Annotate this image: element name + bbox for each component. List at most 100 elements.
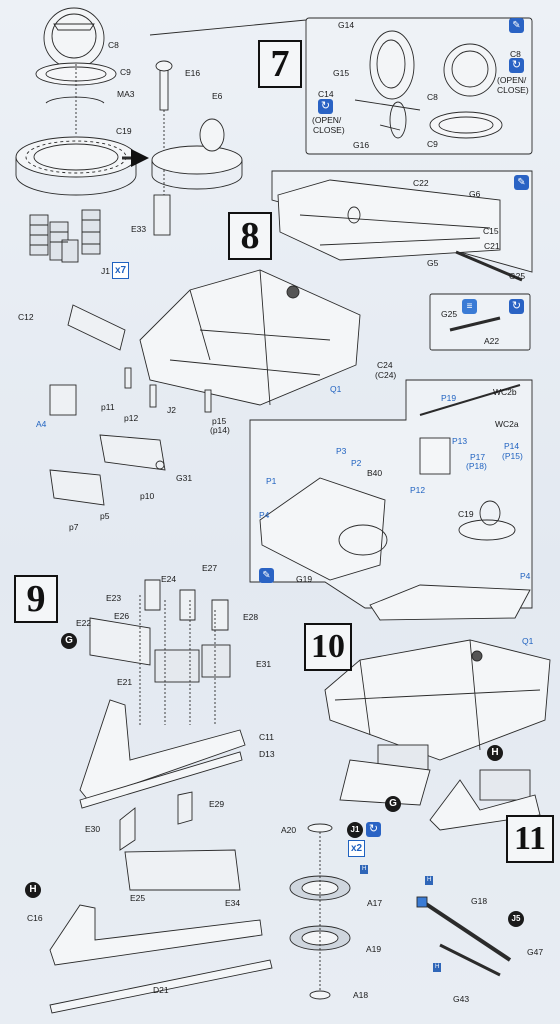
- part-label: C11: [259, 732, 274, 742]
- part-label: C24: [377, 360, 393, 370]
- part-label: E16: [185, 68, 201, 78]
- part-label: G43: [453, 994, 470, 1004]
- part-label: CLOSE): [313, 125, 345, 135]
- part-label: A4: [36, 419, 47, 429]
- part-label: G25: [441, 309, 458, 319]
- part-label: p12: [124, 413, 139, 423]
- part-label: C12: [18, 312, 34, 322]
- hull-interior: [139, 269, 361, 406]
- count-x2: x2: [348, 840, 366, 857]
- part-label: WC2a: [495, 419, 519, 429]
- bracket-assembly: [49, 434, 166, 506]
- part-label: A17: [367, 898, 383, 908]
- stowage-blocks: [29, 209, 101, 263]
- part-label: J1: [101, 266, 110, 276]
- part-label: G16: [353, 140, 370, 150]
- cupola-c19: [458, 519, 516, 541]
- paint-brush-icon: ✎: [259, 568, 274, 583]
- part-label: P4: [520, 571, 531, 581]
- decal-icon: ≡: [462, 299, 477, 314]
- part-label: (OPEN/: [497, 75, 527, 85]
- step-10-number: 10: [304, 623, 352, 671]
- part-label: G5: [427, 258, 439, 268]
- gun-barrel: [416, 896, 512, 977]
- part-label: A20: [281, 825, 297, 835]
- part-a4: [49, 384, 77, 416]
- gun-mount: [419, 384, 521, 475]
- turret-ring-c19: [15, 136, 137, 196]
- part-label: C9: [427, 139, 438, 149]
- part-label: E33: [131, 224, 147, 234]
- step9-parts: [49, 579, 273, 1014]
- part-label: Q1: [522, 636, 534, 646]
- part-label: P14: [504, 441, 520, 451]
- part-label: p7: [69, 522, 79, 532]
- part-label: (p14): [210, 425, 230, 435]
- open-close-icon: ↻: [318, 99, 333, 114]
- part-label: P13: [452, 436, 468, 446]
- periscope-e16: [153, 60, 173, 236]
- marker-h: H: [25, 882, 41, 898]
- part-label: C8: [427, 92, 438, 102]
- part-label: P17: [470, 452, 486, 462]
- part-label: C19: [116, 126, 132, 136]
- part-label: C21: [484, 241, 500, 251]
- part-label: G19: [296, 574, 313, 584]
- part-label: C15: [483, 226, 499, 236]
- part-label: G25: [509, 271, 526, 281]
- part-label: C16: [27, 913, 43, 923]
- open-close-icon: ↻: [509, 299, 524, 314]
- part-label: E24: [161, 574, 177, 584]
- part-label: P12: [410, 485, 426, 495]
- part-label: p11: [101, 402, 115, 412]
- paint-code-chip: H: [425, 876, 434, 885]
- road-wheels: [289, 823, 351, 1000]
- paint-code-chip: H: [360, 865, 369, 874]
- step-9-number: 9: [14, 575, 58, 623]
- ring-ma3: [45, 96, 105, 104]
- part-label: WC2b: [493, 387, 517, 397]
- part-label: P2: [351, 458, 362, 468]
- part-label: (P18): [466, 461, 487, 471]
- part-label: E28: [243, 612, 259, 622]
- paint-code-chip: H: [433, 963, 442, 972]
- part-label: E23: [106, 593, 122, 603]
- count-x7: x7: [112, 262, 130, 279]
- marker-j1: J1: [347, 822, 363, 838]
- part-label: J2: [167, 405, 176, 415]
- part-c12: [67, 304, 126, 351]
- part-label: C8: [510, 49, 521, 59]
- part-label: B40: [367, 468, 383, 478]
- step-8-number: 8: [228, 212, 272, 260]
- part-label: CLOSE): [497, 85, 529, 95]
- part-label: E26: [114, 611, 130, 621]
- step10-detail-box: [249, 379, 533, 609]
- paint-brush-icon: ✎: [514, 175, 529, 190]
- part-label: E31: [256, 659, 272, 669]
- part-label: C8: [108, 40, 119, 50]
- part-label: E6: [212, 91, 223, 101]
- part-label: D21: [153, 985, 169, 995]
- part-label: E25: [130, 893, 146, 903]
- part-label: P4: [259, 510, 270, 520]
- part-label: D13: [259, 749, 275, 759]
- part-label: p10: [140, 491, 155, 501]
- part-label: G15: [333, 68, 350, 78]
- part-label: E30: [85, 824, 101, 834]
- part-label: G47: [527, 947, 544, 957]
- part-label: C22: [413, 178, 429, 188]
- part-label: C14: [318, 89, 334, 99]
- part-label: MA3: [117, 89, 135, 99]
- part-label: P3: [336, 446, 347, 456]
- rear-hull-plate: [277, 179, 501, 261]
- part-label: P1: [266, 476, 277, 486]
- part-label: G14: [338, 20, 355, 30]
- part-label: A19: [366, 944, 382, 954]
- step-7-number: 7: [258, 40, 302, 88]
- part-label: E21: [117, 677, 133, 687]
- part-label: C9: [120, 67, 131, 77]
- part-label: G31: [176, 473, 193, 483]
- part-label: E34: [225, 898, 241, 908]
